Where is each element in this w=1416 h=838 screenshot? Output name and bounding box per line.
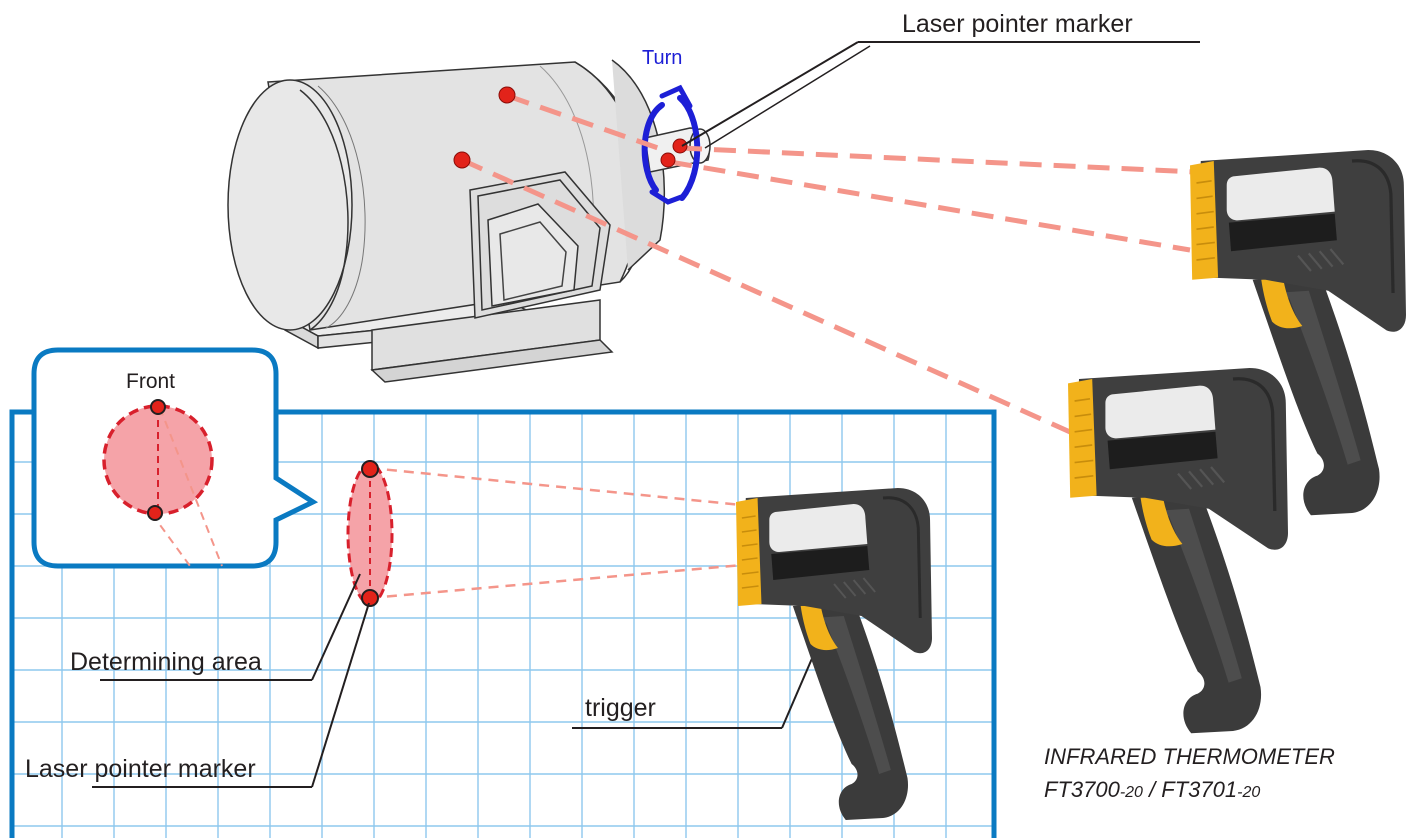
laser-beams-upper (460, 93, 1197, 443)
laser-top-callout (681, 41, 1200, 149)
trigger-label: trigger (585, 694, 656, 722)
thermometer-middle (1066, 366, 1290, 735)
grid-panel-border (9, 409, 997, 838)
laser-pointer-marker-top-label: Laser pointer marker (902, 10, 1133, 38)
lower-callout-lines (92, 573, 827, 788)
motor-illustration (227, 59, 711, 383)
laser-dots-motor (453, 86, 688, 169)
product-name: INFRARED THERMOMETER (1044, 744, 1335, 769)
determining-area-label: Determining area (70, 648, 262, 676)
laser-pointer-marker-bottom-label: Laser pointer marker (25, 755, 256, 783)
product-models: FT3700-20 / FT3701-20 (1044, 777, 1260, 802)
front-view-callout (31, 347, 319, 569)
determining-area-spot (346, 460, 394, 607)
turn-label: Turn (642, 47, 682, 69)
front-label: Front (126, 370, 175, 393)
